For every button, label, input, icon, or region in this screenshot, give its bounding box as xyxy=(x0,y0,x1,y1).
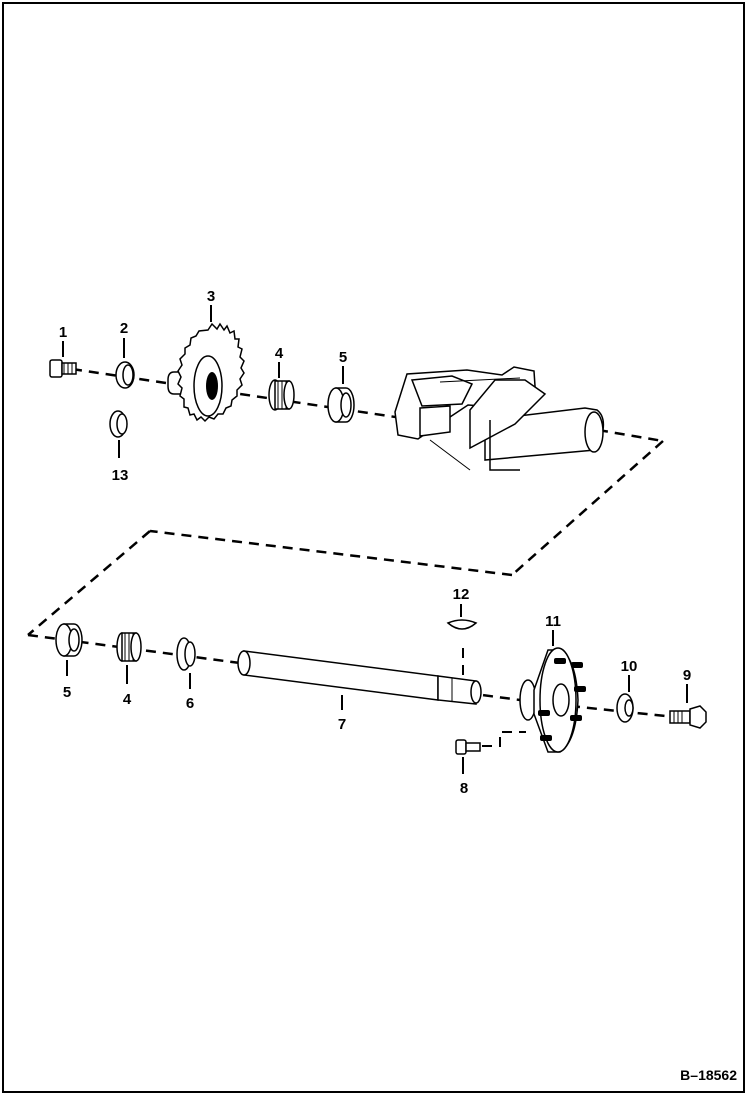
callout-6: 6 xyxy=(186,695,194,712)
callout-11: 11 xyxy=(545,613,561,630)
part-4-bearing-top xyxy=(268,379,295,411)
part-1-cap-screw xyxy=(49,359,77,378)
part-11-wheel-hub xyxy=(519,647,586,753)
leader-lines xyxy=(62,305,688,774)
part-9-bolt xyxy=(669,705,707,729)
callout-12: 12 xyxy=(453,586,470,603)
callout-4-top: 4 xyxy=(275,345,284,362)
callout-4-bottom: 4 xyxy=(123,691,132,708)
part-3-sprocket xyxy=(167,322,245,423)
part-5-bearing-cup-bottom xyxy=(55,623,83,657)
axle-housing xyxy=(394,366,605,471)
callout-5-bottom: 5 xyxy=(63,684,71,701)
callout-8: 8 xyxy=(460,780,468,797)
callout-13: 13 xyxy=(112,467,129,484)
callout-5-top: 5 xyxy=(339,349,347,366)
part-2-washer xyxy=(115,361,135,389)
callout-10: 10 xyxy=(621,658,638,675)
callout-7: 7 xyxy=(338,716,346,733)
part-4-bearing-bottom xyxy=(116,632,142,662)
part-5-bearing-cup-top xyxy=(327,387,355,423)
part-8-stud xyxy=(455,739,481,755)
part-12-key xyxy=(446,619,478,630)
part-7-axle-shaft xyxy=(237,650,482,705)
figure-id: B–18562 xyxy=(680,1067,737,1083)
part-13-spacer xyxy=(109,410,128,438)
callouts: 1 2 3 4 5 13 12 11 10 9 5 4 6 7 8 xyxy=(59,288,691,797)
callout-3: 3 xyxy=(207,288,215,305)
callout-1: 1 xyxy=(59,324,67,341)
callout-2: 2 xyxy=(120,320,128,337)
callout-9: 9 xyxy=(683,667,691,684)
part-6-seal xyxy=(176,637,196,671)
part-10-washer xyxy=(616,693,634,723)
